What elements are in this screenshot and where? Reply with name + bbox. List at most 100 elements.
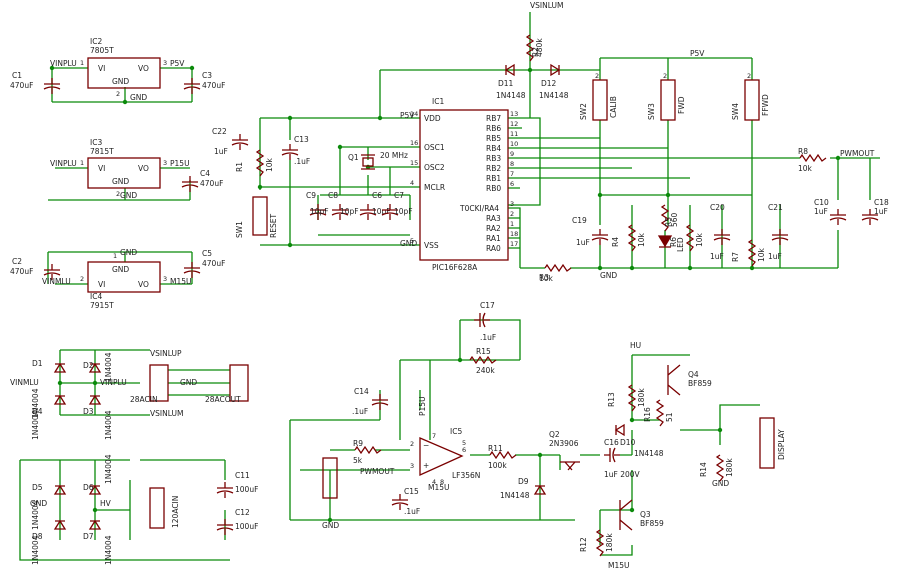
resistor-value: 10k bbox=[798, 164, 813, 173]
svg-text:+: + bbox=[423, 461, 429, 470]
ic1-pin-rb0: RB0 bbox=[486, 184, 501, 193]
ic1-pin-rb5: RB5 bbox=[486, 134, 501, 143]
resistor-value: 180k bbox=[605, 533, 614, 552]
resistor-ref: R2 bbox=[531, 47, 540, 57]
net-label: GND bbox=[30, 499, 47, 508]
resistor-value: 10k bbox=[757, 247, 766, 262]
connectors: 28ACIN 28ACOUT 120ACIN DISPLAY bbox=[130, 364, 786, 529]
svg-text:SW3: SW3 bbox=[647, 103, 656, 120]
capacitor-ref: C4 bbox=[200, 169, 210, 178]
resistor-ref: R15 bbox=[476, 347, 491, 356]
capacitor-ref: C10 bbox=[814, 198, 829, 207]
svg-text:VI: VI bbox=[98, 64, 105, 73]
capacitor-ref: C1 bbox=[12, 71, 22, 80]
ic1-pin-osc2: OSC2 bbox=[424, 163, 445, 172]
svg-text:8: 8 bbox=[440, 478, 444, 486]
ic2-ref: IC2 bbox=[90, 37, 102, 46]
capacitor-ref: C13 bbox=[294, 135, 309, 144]
capacitor-ref: C12 bbox=[235, 508, 250, 517]
resistor-value: 100k bbox=[488, 461, 507, 470]
ic2-part: 7805T bbox=[90, 46, 114, 55]
capacitor-value: 1uF bbox=[814, 207, 828, 216]
svg-text:Q4: Q4 bbox=[688, 370, 699, 379]
ic1-pin-rb6: RB6 bbox=[486, 124, 501, 133]
ic1-pin-rb2: RB2 bbox=[486, 164, 501, 173]
capacitor-c14: C14.1uF bbox=[352, 387, 389, 416]
net-label: VINPLU bbox=[50, 159, 77, 168]
resistor-value: 10k bbox=[695, 232, 704, 247]
capacitor-ref: C22 bbox=[212, 127, 227, 136]
capacitor-value: 100uF bbox=[235, 522, 258, 531]
net-label: HV bbox=[100, 499, 112, 508]
ic1-pin-num: 15 bbox=[410, 159, 418, 167]
capacitor-ref: C15 bbox=[404, 487, 419, 496]
svg-text:7815T: 7815T bbox=[90, 147, 114, 156]
capacitor-value: 1uF 200V bbox=[604, 470, 641, 479]
ic1-pin-ra3: RA3 bbox=[486, 214, 501, 223]
capacitor-value: 10pF bbox=[310, 207, 329, 216]
capacitor-ref: C7 bbox=[394, 191, 404, 200]
ic1-pin-num: 1 bbox=[510, 220, 514, 228]
resistor-value: 560 bbox=[670, 212, 679, 227]
svg-text:LED: LED bbox=[676, 237, 685, 252]
net-label: GND bbox=[400, 239, 417, 248]
net-label: P15U bbox=[418, 396, 427, 416]
capacitor-value: 1uF bbox=[768, 252, 782, 261]
net-label: VINPLU bbox=[100, 378, 127, 387]
capacitor-ref: C17 bbox=[480, 301, 495, 310]
diode-value: 1N4004 bbox=[104, 410, 113, 440]
diode-value: 1N4004 bbox=[104, 454, 113, 484]
svg-text:CALIB: CALIB bbox=[609, 96, 618, 118]
svg-text:2: 2 bbox=[116, 90, 120, 98]
resistor-value: 180k bbox=[725, 458, 734, 477]
ic1-pin-ra2: RA2 bbox=[486, 224, 501, 233]
led: LED bbox=[657, 235, 685, 252]
resistor-ref: R3 bbox=[539, 273, 549, 282]
diode-ref: D9 bbox=[518, 477, 529, 486]
capacitor-c21: C21 1uF bbox=[768, 203, 789, 261]
ic1-pin-rb3: RB3 bbox=[486, 154, 501, 163]
capacitor-ref: C21 bbox=[768, 203, 783, 212]
wires bbox=[19, 12, 880, 561]
ic1-pin-rb4: RB4 bbox=[486, 144, 501, 153]
resistor-value: 180k bbox=[637, 388, 646, 407]
svg-text:3: 3 bbox=[163, 59, 167, 67]
ic1-pin-vss: VSS bbox=[424, 241, 439, 250]
resistor-value: 10k bbox=[637, 232, 646, 247]
ic1-pin-num: 18 bbox=[510, 230, 518, 238]
resistor-ref: R12 bbox=[579, 537, 588, 552]
diode-value: 1N4004 bbox=[31, 535, 40, 565]
capacitor-value: 470uF bbox=[10, 267, 33, 276]
svg-text:2: 2 bbox=[747, 72, 751, 80]
ic1-ref: IC1 bbox=[432, 97, 444, 106]
net-label: GND bbox=[600, 271, 617, 280]
svg-text:5: 5 bbox=[462, 439, 466, 447]
capacitor-c13: C13 .1uF bbox=[281, 135, 310, 166]
svg-text:3: 3 bbox=[163, 159, 167, 167]
ic1-pin-num: 7 bbox=[510, 170, 514, 178]
ic1-pin-num: 10 bbox=[510, 140, 518, 148]
ic1-pin-osc1: OSC1 bbox=[424, 143, 445, 152]
net-label: GND bbox=[130, 93, 147, 102]
ic1-pin-num: 14 bbox=[410, 110, 418, 118]
capacitor-ref: C11 bbox=[235, 471, 250, 480]
capacitor-value: .1uF bbox=[294, 157, 310, 166]
resistor-value: 480k bbox=[535, 38, 544, 57]
net-label: VSINLUM bbox=[150, 409, 183, 418]
ic1-pin-t0cki-ra4: T0CKI/RA4 bbox=[459, 204, 499, 213]
svg-text:DISPLAY: DISPLAY bbox=[777, 429, 786, 460]
